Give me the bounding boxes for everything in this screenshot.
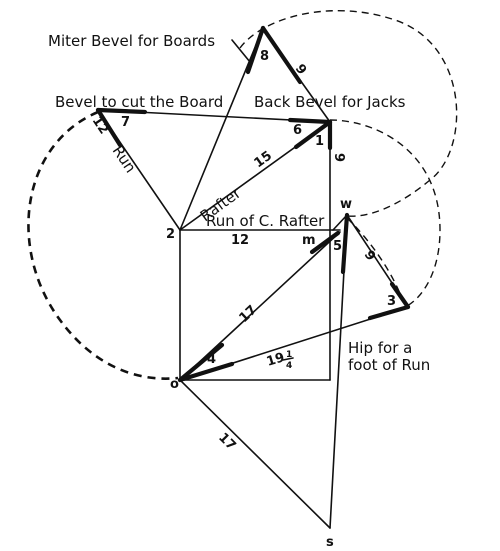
num-8: 8 bbox=[260, 49, 269, 64]
num-12-left: 12 bbox=[89, 114, 112, 137]
left-arc bbox=[27, 110, 179, 380]
o-to-s-line bbox=[179, 379, 331, 529]
num-5: 5 bbox=[333, 239, 342, 254]
run-c-rafter-label: Run of C. Rafter bbox=[206, 212, 325, 230]
point-w: w bbox=[340, 197, 352, 212]
w-to-m-line bbox=[332, 214, 348, 231]
num-19: 19 bbox=[265, 350, 287, 370]
num-4: 4 bbox=[207, 352, 216, 367]
point-o: o bbox=[170, 377, 179, 392]
num-9-vert: 9 bbox=[331, 153, 346, 162]
bevel-mark-5 bbox=[340, 212, 350, 275]
bevel-mark-9-top bbox=[260, 25, 303, 85]
point-2: 2 bbox=[166, 227, 175, 242]
point-s: s bbox=[326, 535, 334, 550]
back-bevel-label: Back Bevel for Jacks bbox=[254, 93, 406, 111]
num-7: 7 bbox=[121, 115, 130, 130]
num-fraction-1: 1 bbox=[286, 350, 292, 360]
fraction-bar bbox=[282, 357, 294, 361]
num-3: 3 bbox=[387, 294, 396, 309]
point-m: m bbox=[302, 233, 316, 248]
upper-right-arc bbox=[239, 9, 458, 217]
bevel-mark-7 bbox=[95, 107, 148, 115]
hip-label-line2: foot of Run bbox=[348, 356, 430, 374]
num-1: 1 bbox=[315, 134, 324, 149]
num-fraction-4: 4 bbox=[286, 361, 292, 371]
bevel-mark-4a bbox=[177, 342, 225, 383]
bevel-mark-6 bbox=[287, 117, 333, 125]
bevel-mark-1 bbox=[293, 119, 333, 150]
miter-bevel-label: Miter Bevel for Boards bbox=[48, 32, 215, 50]
bevel-mark-12-left bbox=[95, 107, 123, 148]
hip-label-line1: Hip for a bbox=[348, 339, 412, 357]
num-15: 15 bbox=[252, 148, 275, 171]
bevel-cut-label: Bevel to cut the Board bbox=[55, 93, 223, 111]
num-17-mid: 17 bbox=[236, 303, 259, 326]
bevel-mark-3a bbox=[367, 304, 411, 321]
bevel-mark-m bbox=[309, 230, 341, 255]
bevel-mark-3b bbox=[389, 281, 411, 310]
run-label: Run bbox=[109, 142, 140, 176]
miter-pointer bbox=[231, 39, 251, 63]
num-6: 6 bbox=[293, 123, 302, 138]
bevel-mark-4b bbox=[177, 361, 235, 383]
bevel-mark-8 bbox=[245, 25, 266, 75]
mid-right-arc bbox=[329, 119, 441, 308]
num-9-right: 9 bbox=[361, 248, 379, 264]
num-12-mid: 12 bbox=[231, 233, 249, 248]
